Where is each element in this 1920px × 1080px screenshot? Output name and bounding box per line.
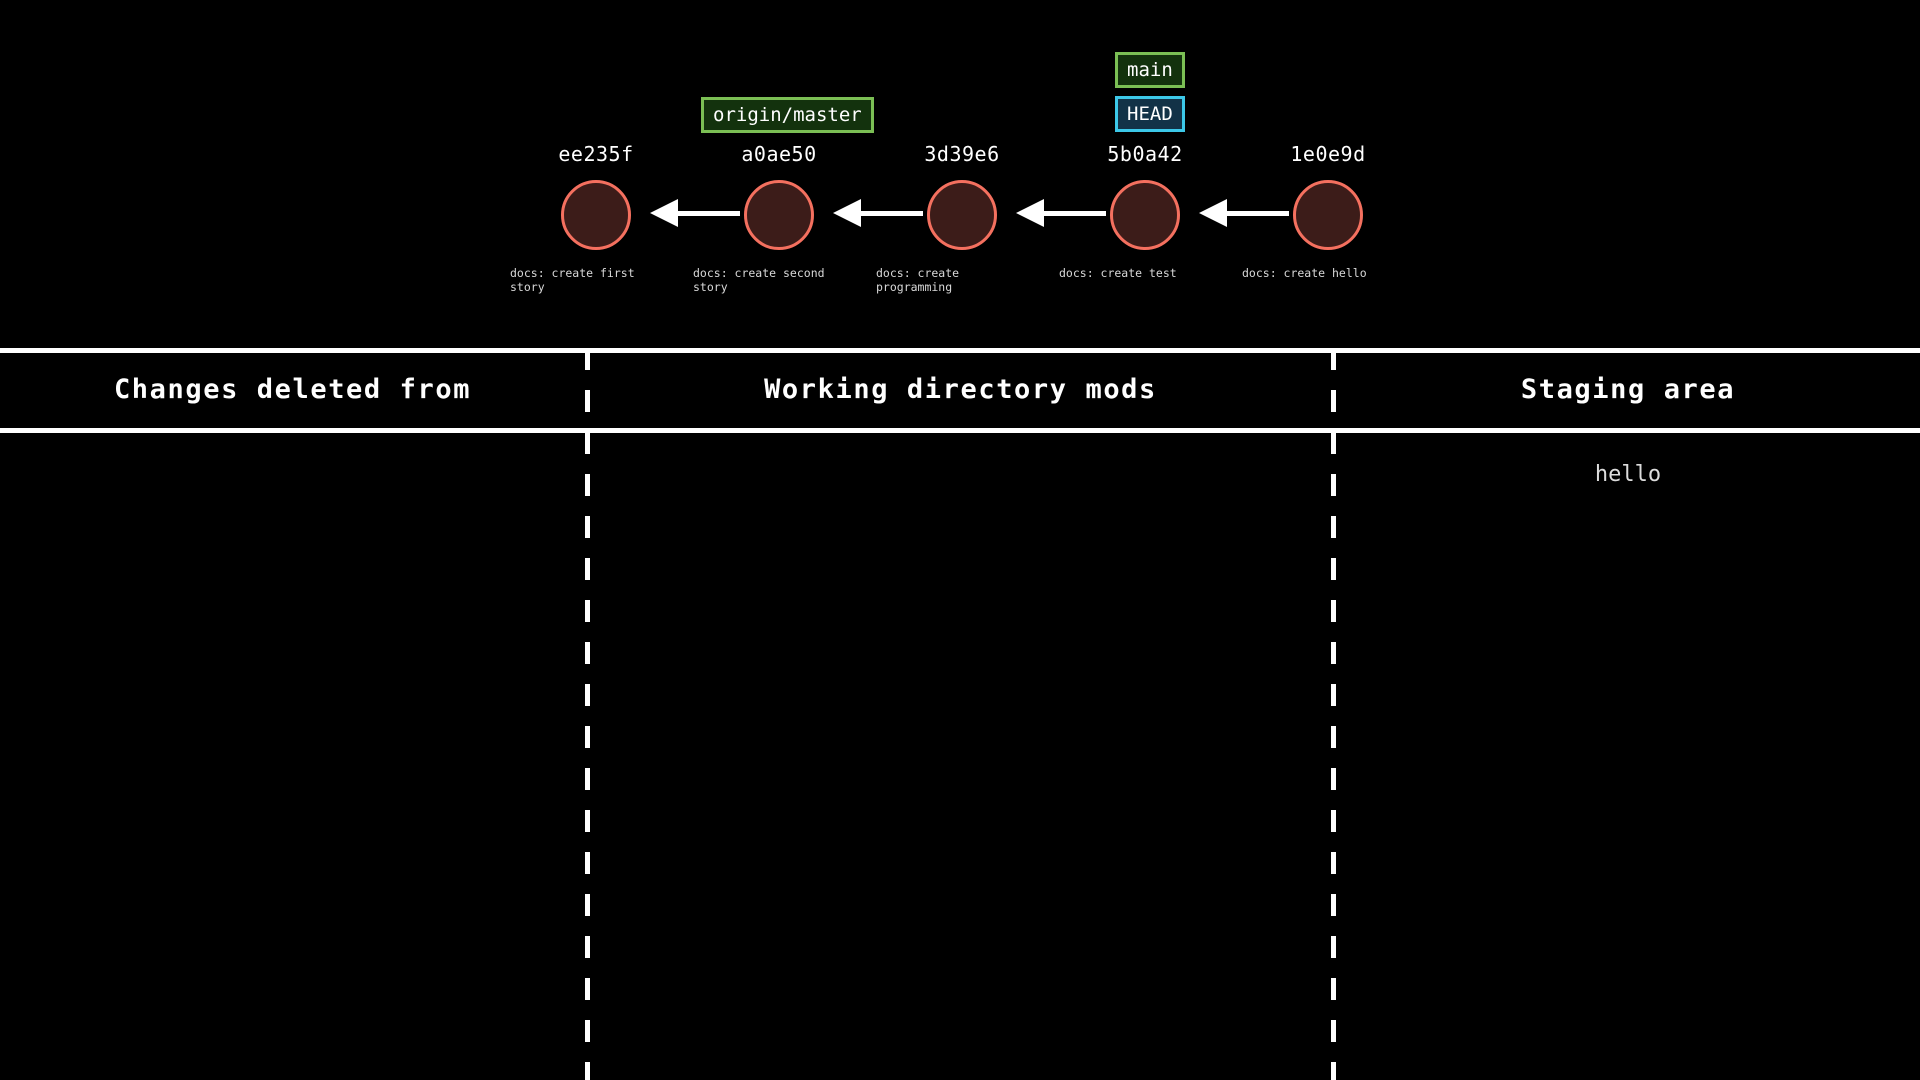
commit-message: docs: create programming [876, 266, 960, 294]
arrow-line [676, 211, 740, 216]
commit-node[interactable]: 1e0e9d docs: create hello [1228, 0, 1428, 355]
commit-graph: ee235f docs: create first story a0ae50 d… [0, 0, 1920, 355]
commit-node[interactable]: 5b0a42 docs: create test [1045, 0, 1245, 355]
column-divider-1 [585, 348, 590, 1080]
commit-hash: 3d39e6 [924, 142, 1000, 166]
commit-hash: 5b0a42 [1107, 142, 1183, 166]
commit-hash: a0ae50 [741, 142, 817, 166]
arrow-line [1042, 211, 1106, 216]
status-panels: Changes deleted from Working directory m… [0, 348, 1920, 1080]
arrow-head [833, 199, 861, 227]
arrow-head [1199, 199, 1227, 227]
commit-message: docs: create first story [510, 266, 635, 294]
commit-arrow-icon [833, 199, 923, 227]
panel-bottom-rule [0, 428, 1920, 433]
commit-node[interactable]: 3d39e6 docs: create programming [862, 0, 1062, 355]
ref-badge-main[interactable]: main [1115, 52, 1185, 88]
commit-message: docs: create test [1059, 266, 1177, 280]
commit-node[interactable]: a0ae50 docs: create second story [679, 0, 879, 355]
column-divider-2 [1331, 348, 1336, 1080]
commit-node[interactable]: ee235f docs: create first story [496, 0, 696, 355]
commit-circle-icon[interactable] [561, 180, 631, 250]
ref-badge-head[interactable]: HEAD [1115, 96, 1185, 132]
arrow-head [1016, 199, 1044, 227]
arrow-line [859, 211, 923, 216]
panel-header-working-directory: Working directory mods [764, 374, 1157, 405]
panel-header-staging-area: Staging area [1520, 374, 1736, 405]
commit-arrow-icon [1199, 199, 1289, 227]
commit-circle-icon[interactable] [1110, 180, 1180, 250]
commit-message: docs: create second story [693, 266, 825, 294]
commit-circle-icon[interactable] [1293, 180, 1363, 250]
arrow-line [1225, 211, 1289, 216]
commit-message: docs: create hello [1242, 266, 1367, 280]
commit-arrow-icon [650, 199, 740, 227]
panel-top-rule [0, 348, 1920, 353]
staging-area-file[interactable]: hello [1594, 462, 1662, 487]
panel-header-changes-deleted: Changes deleted from [113, 374, 472, 405]
commit-hash: 1e0e9d [1290, 142, 1366, 166]
commit-hash: ee235f [558, 142, 634, 166]
commit-arrow-icon [1016, 199, 1106, 227]
ref-badge-origin-master[interactable]: origin/master [701, 97, 874, 133]
panel-body-changes-deleted[interactable] [0, 434, 585, 1080]
commit-circle-icon[interactable] [744, 180, 814, 250]
panel-body-working-directory[interactable] [590, 434, 1331, 1080]
commit-circle-icon[interactable] [927, 180, 997, 250]
arrow-head [650, 199, 678, 227]
panel-body-staging-area[interactable]: hello [1336, 434, 1920, 1080]
